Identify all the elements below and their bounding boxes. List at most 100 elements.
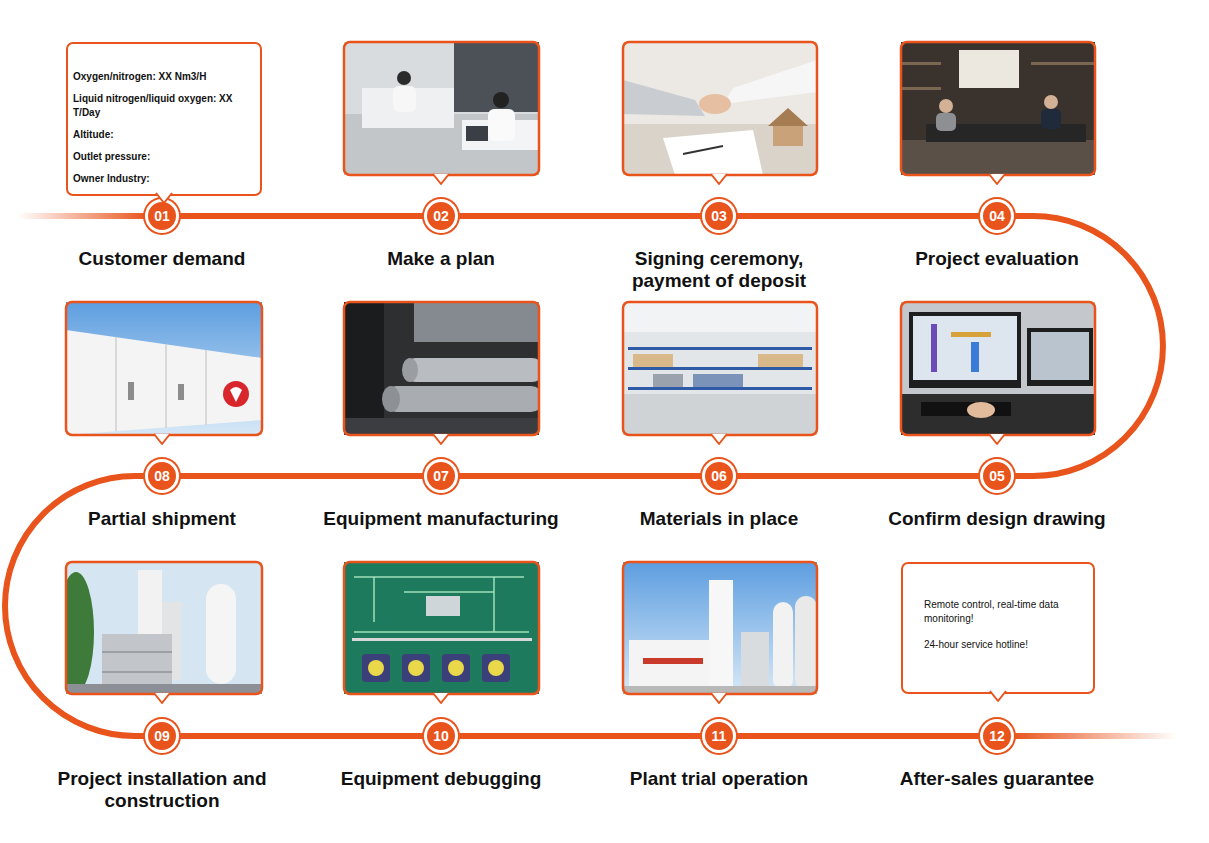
- step-number: 02: [433, 209, 449, 223]
- building: [629, 640, 721, 694]
- photo-frame: [901, 302, 1095, 435]
- photo-frame: [623, 562, 817, 694]
- shelf: [1031, 62, 1095, 65]
- logo-mark: [230, 387, 242, 402]
- screen: [913, 316, 1017, 380]
- marking: [178, 384, 184, 400]
- photo-pointers: [154, 174, 1005, 703]
- shelf: [901, 87, 941, 90]
- warehouse-photo: [623, 302, 817, 435]
- vessel-icon: [442, 654, 470, 682]
- lead-out-line: [1012, 733, 1177, 739]
- vessel: [426, 596, 460, 616]
- callout-text: Remote control, real-time data monitorin…: [924, 598, 1083, 626]
- step-circle: 12After-sales guarantee: [980, 719, 1014, 753]
- callout-text: Altitude:: [73, 128, 254, 142]
- flow-line: [736, 473, 980, 479]
- tower: [709, 580, 733, 690]
- step-number: 12: [989, 729, 1005, 743]
- step-number: 11: [712, 729, 727, 743]
- flow-line: [736, 213, 980, 219]
- background: [623, 42, 817, 175]
- goods: [693, 374, 743, 387]
- step-number: 09: [154, 729, 170, 743]
- photo-frame: [66, 562, 262, 694]
- flow-line: [458, 473, 702, 479]
- hands: [699, 94, 731, 114]
- callout-text: Outlet pressure:: [73, 150, 254, 164]
- floor: [344, 418, 539, 435]
- wall: [344, 42, 539, 175]
- cylinder: [404, 358, 544, 382]
- house-roof: [768, 108, 808, 126]
- step-number: 08: [154, 469, 170, 483]
- person-body: [1041, 109, 1061, 129]
- photo-frame: [623, 42, 817, 175]
- callout-pointer: [988, 690, 1008, 704]
- window-blinds: [454, 42, 539, 112]
- step-caption: Make a plan: [306, 248, 576, 270]
- step-caption: Project evaluation: [872, 248, 1122, 270]
- goods: [758, 354, 803, 367]
- rack-beam: [628, 347, 812, 350]
- flow-line: [179, 733, 424, 739]
- storage-tank: [795, 596, 817, 690]
- monitor: [1027, 328, 1093, 386]
- step-circle: 10Equipment debugging: [424, 719, 458, 753]
- step-number: 06: [711, 469, 727, 483]
- photo-frame: [344, 42, 539, 175]
- desk: [901, 394, 1095, 435]
- step-circle: 05Confirm design drawing: [980, 459, 1014, 493]
- windows: [414, 302, 539, 342]
- table: [623, 124, 817, 175]
- photo-pointer: [711, 693, 727, 703]
- divider: [352, 638, 532, 641]
- handshake-photo: [623, 42, 817, 175]
- background: [623, 302, 817, 435]
- shipment-photo: [66, 302, 262, 435]
- photo-frame: [901, 42, 1095, 175]
- vessel-core: [408, 660, 424, 676]
- photo-pointer: [989, 174, 1005, 184]
- person-head: [397, 71, 411, 85]
- photo-frame: [66, 302, 262, 435]
- cylinder-end: [382, 386, 400, 412]
- step-number: 10: [433, 729, 449, 743]
- trial-plant-photo: [623, 562, 817, 694]
- step-circle: 04Project evaluation: [980, 199, 1014, 233]
- floor: [901, 140, 1095, 175]
- plant-photo: [58, 562, 262, 694]
- unit-line: [102, 651, 172, 653]
- photo-pointer: [154, 693, 170, 703]
- screen: [1031, 332, 1089, 380]
- vessel-core: [488, 660, 504, 676]
- photo-frame: [344, 302, 539, 435]
- shelf: [901, 62, 941, 65]
- callout-pointer: [154, 192, 174, 206]
- step-circle: 08Partial shipment: [145, 459, 179, 493]
- cad-pipe: [971, 342, 979, 372]
- photo-pointer: [154, 434, 170, 444]
- callout-pointer-shape: [156, 193, 172, 203]
- step-number: 03: [711, 209, 727, 223]
- sky: [66, 302, 262, 435]
- monitor: [909, 312, 1021, 388]
- photo-pointer: [433, 693, 449, 703]
- step-caption: After-sales guarantee: [862, 768, 1132, 790]
- callout-pointer-shape: [990, 691, 1006, 701]
- step-caption: Equipment debugging: [306, 768, 576, 790]
- storage-tank: [773, 602, 793, 690]
- machine: [344, 302, 384, 435]
- lead-in-line: [18, 213, 148, 219]
- callout-text: Oxygen/nitrogen: XX Nm3/H: [73, 70, 254, 84]
- step-circle: 02Make a plan: [424, 199, 458, 233]
- left-arm: [623, 80, 705, 116]
- vessel-core: [368, 660, 384, 676]
- process-lines: [354, 577, 529, 632]
- ground: [66, 684, 262, 694]
- right-arm: [723, 60, 817, 104]
- ceiling: [623, 302, 817, 332]
- step-circle: 07Equipment manufacturing: [424, 459, 458, 493]
- flow-line: [179, 473, 424, 479]
